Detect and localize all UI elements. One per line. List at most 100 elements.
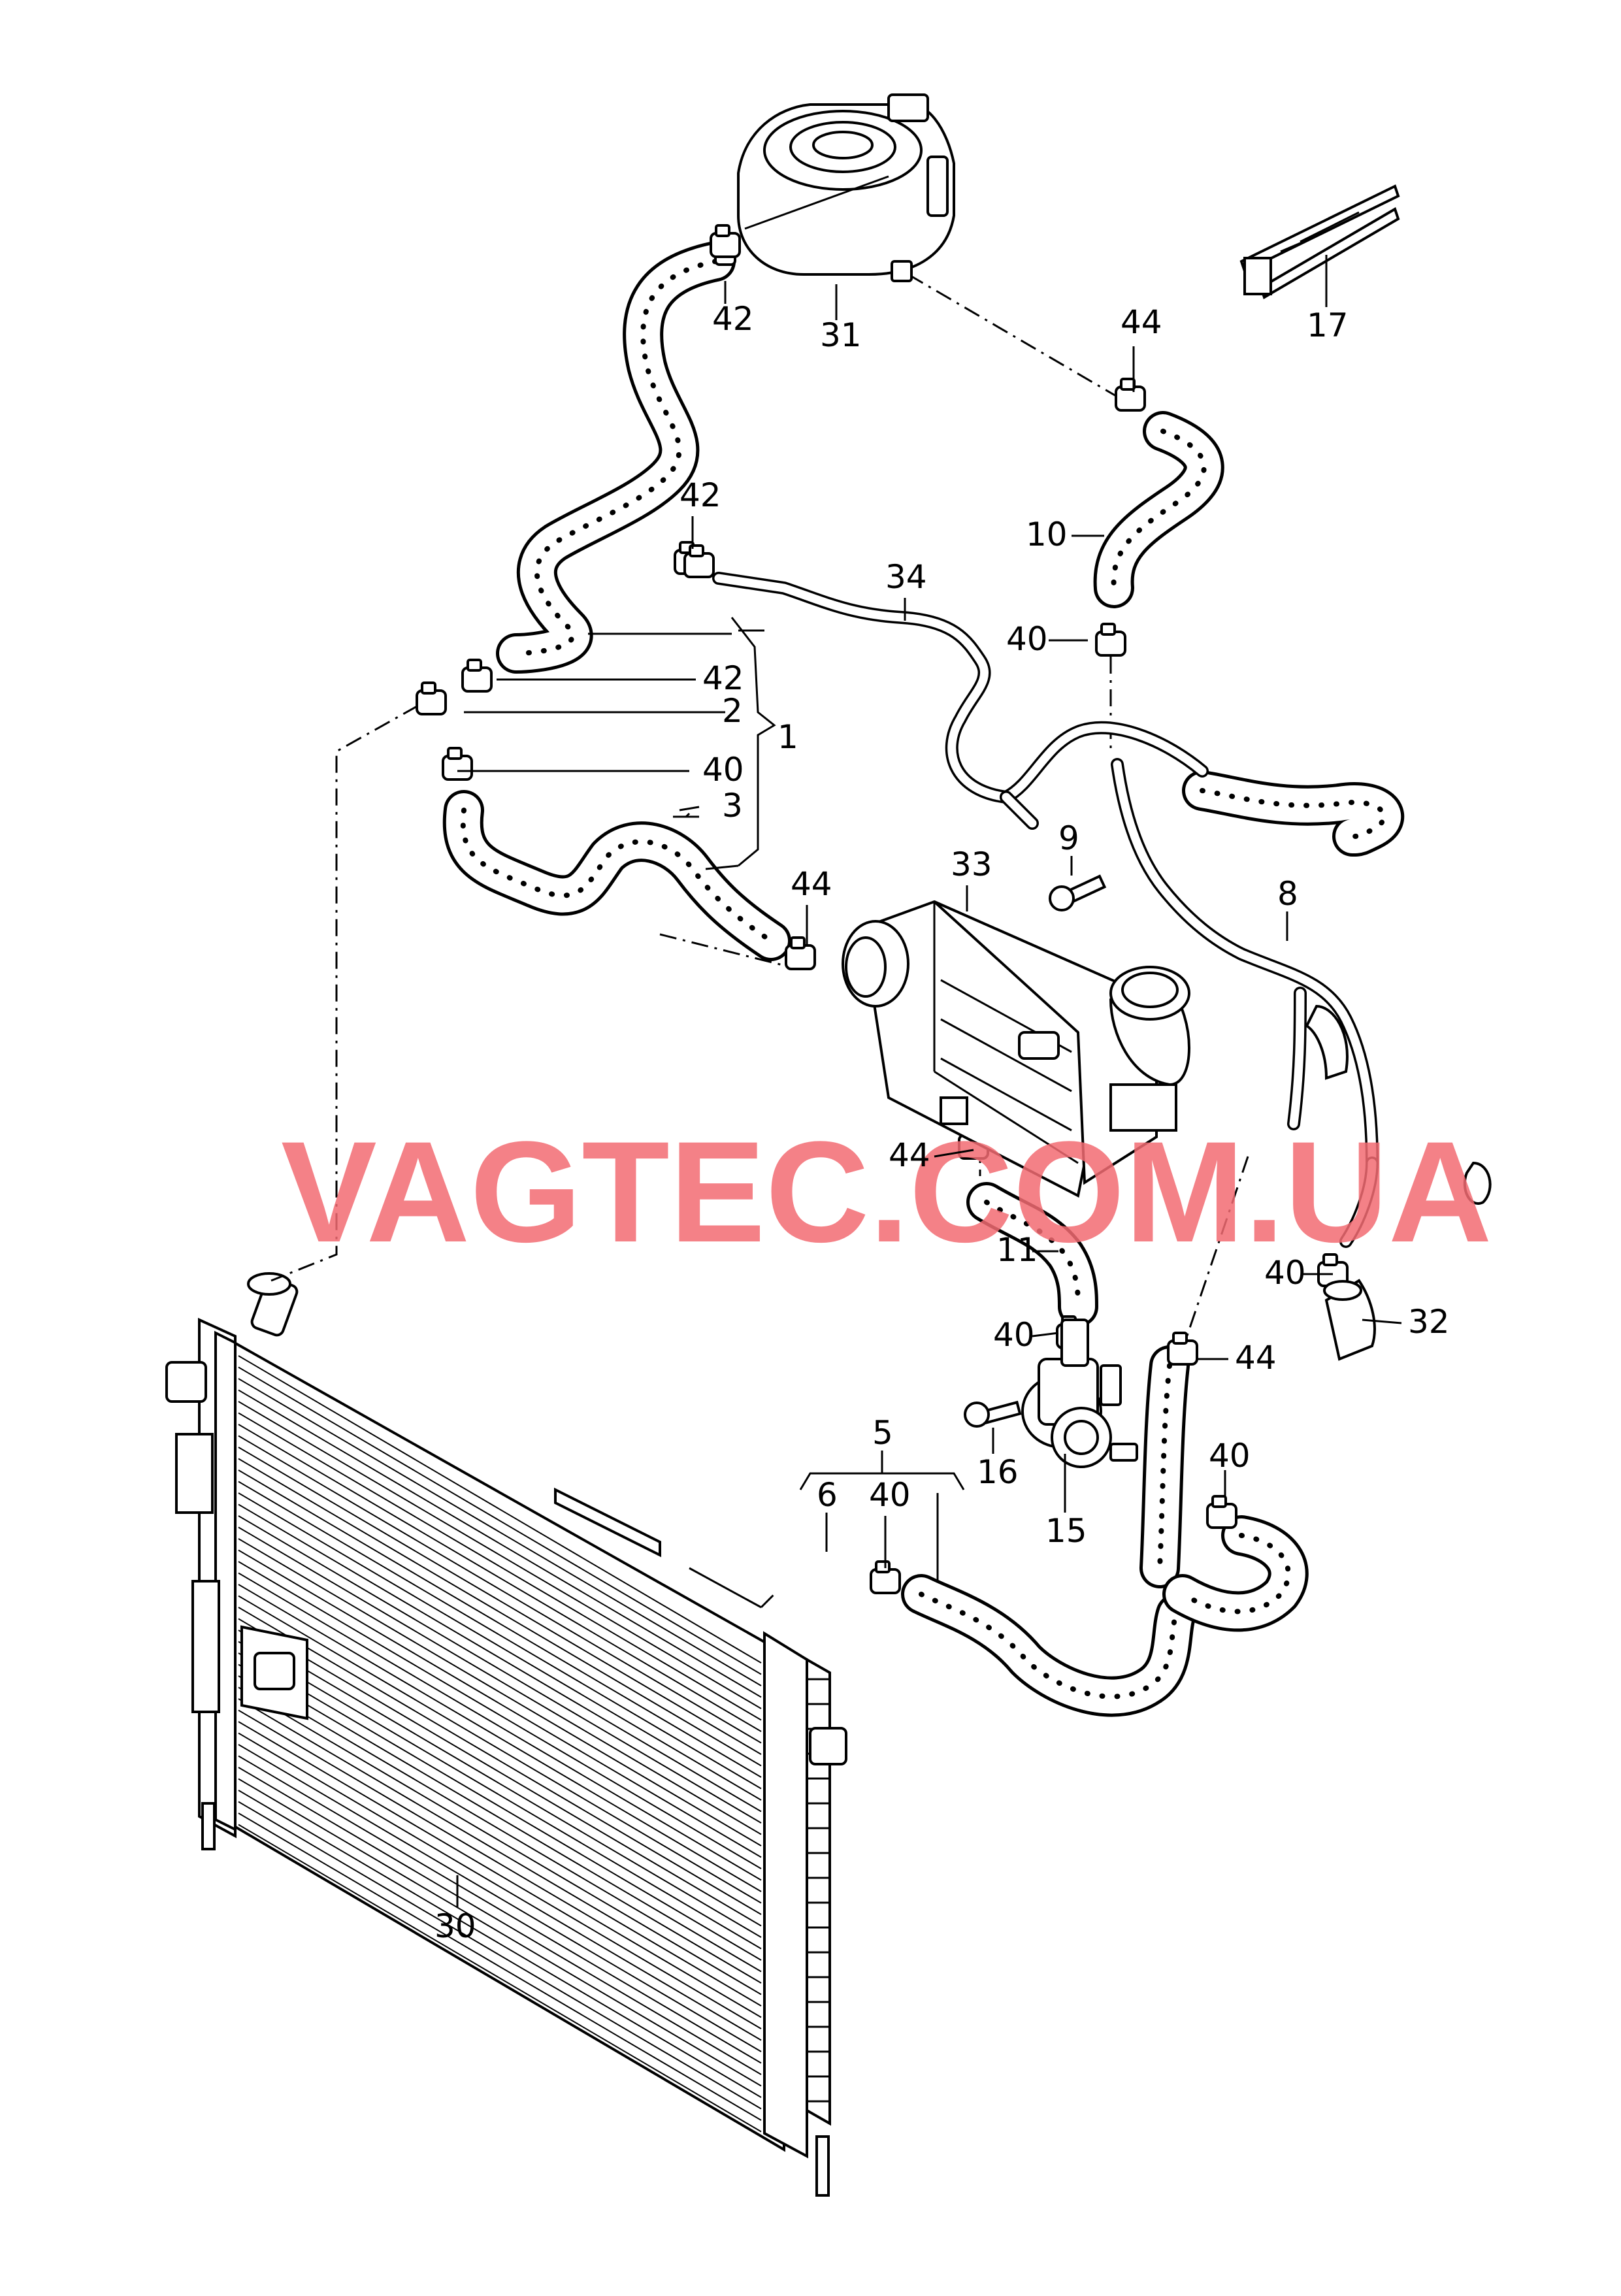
radiator-fin [238, 1538, 762, 1846]
cable-tie[interactable] [1239, 184, 1400, 299]
hose-clip[interactable] [442, 747, 473, 781]
callout-5: 5 [872, 1414, 893, 1452]
radiator-fin [238, 1641, 762, 1950]
coolant-pipe[interactable] [1000, 721, 1209, 804]
radiator-fin [238, 1732, 762, 2041]
radiator-fin [238, 1469, 762, 1778]
callout-16: 16 [977, 1453, 1019, 1491]
callout-44-right: 44 [1235, 1339, 1277, 1377]
radiator-fin [238, 1584, 762, 1892]
callout-40-lower-right: 40 [1209, 1437, 1251, 1475]
radiator-fin [238, 1503, 762, 1812]
radiator-fin [238, 1824, 762, 2133]
auxiliary-heater[interactable] [842, 900, 1190, 1198]
hose-clip[interactable] [1206, 1495, 1237, 1529]
radiator[interactable] [165, 1272, 847, 2197]
radiator-fin [238, 1607, 762, 1915]
end-cap[interactable] [1323, 1279, 1376, 1361]
radiator-fin [238, 1801, 762, 2110]
coolant-hose[interactable] [1143, 1349, 1187, 1585]
hose-clip[interactable] [710, 224, 741, 258]
coolant-hose[interactable] [1180, 1533, 1291, 1615]
hose-clip[interactable] [416, 681, 447, 715]
coolant-pipe[interactable] [1002, 723, 1207, 802]
radiator-fin [238, 1721, 762, 2029]
coolant-hose[interactable] [514, 259, 718, 656]
callout-33: 33 [951, 845, 992, 883]
radiator-fin [238, 1389, 762, 1698]
callout-10: 10 [1026, 516, 1068, 553]
callout-2: 2 [722, 692, 743, 730]
radiator-fin [238, 1572, 762, 1881]
pipe-bracket [1305, 1004, 1492, 1205]
radiator-fin [238, 1790, 762, 2098]
radiator-fin [238, 1652, 762, 1961]
bolt-9[interactable] [1049, 874, 1107, 911]
coolant-pipe[interactable] [1113, 760, 1377, 1168]
callout-30: 30 [434, 1907, 476, 1945]
radiator-fin [238, 1686, 762, 1995]
callout-31: 31 [820, 316, 862, 354]
coolant-pipe[interactable] [1341, 1158, 1377, 1246]
radiator-fin [238, 1412, 762, 1721]
callout-32: 32 [1408, 1303, 1450, 1341]
radiator-fin [238, 1755, 762, 2064]
radiator-fin [238, 1767, 762, 2075]
callout-6: 6 [817, 1476, 838, 1514]
bolt-16[interactable] [964, 1400, 1022, 1428]
coolant-hose[interactable] [904, 1577, 1193, 1714]
radiator-fin [238, 1744, 762, 2052]
coolant-pipe[interactable] [714, 574, 1011, 802]
radiator-fin [238, 1401, 762, 1709]
radiator-fin [238, 1481, 762, 1790]
hose-clip[interactable] [870, 1560, 901, 1594]
hose-clip[interactable] [1115, 378, 1146, 412]
hose-clip[interactable] [1167, 1332, 1198, 1366]
callout-11: 11 [996, 1231, 1038, 1269]
callout-44-lower: 44 [889, 1136, 930, 1174]
coolant-hose[interactable] [460, 808, 774, 943]
coolant-hose[interactable] [1111, 429, 1207, 591]
callout-44-heater: 44 [791, 865, 832, 903]
callout-42-mid: 42 [680, 476, 721, 514]
callout-42-top: 42 [712, 300, 754, 338]
radiator-fin [238, 1435, 762, 1744]
expansion-tank[interactable] [714, 93, 955, 282]
coolant-pipe[interactable] [1002, 793, 1037, 828]
radiator-fin [238, 1675, 762, 1984]
coolant-pump[interactable] [1021, 1319, 1138, 1468]
coolant-hose[interactable] [1096, 414, 1221, 605]
coolant-hose[interactable] [984, 1200, 1081, 1309]
radiator-fin [238, 1515, 762, 1824]
callout-8: 8 [1277, 875, 1298, 913]
callout-34: 34 [885, 558, 927, 596]
callout-40-pump: 40 [993, 1316, 1035, 1354]
hose-clip[interactable] [785, 936, 816, 970]
callout-9: 9 [1058, 819, 1079, 857]
radiator-fin [238, 1549, 762, 1858]
callout-40-bottom: 40 [869, 1476, 911, 1514]
rigid-pipes[interactable] [712, 572, 1379, 1248]
hose-clip[interactable] [683, 544, 715, 578]
radiator-fin [238, 1561, 762, 1869]
radiator-fin [238, 1698, 762, 2007]
coolant-hose[interactable] [919, 1592, 1179, 1699]
callouts: 42 31 44 17 42 10 34 40 42 2 1 40 3 9 33… [434, 300, 1450, 1945]
coolant-hose[interactable] [1185, 774, 1401, 853]
coolant-hoses[interactable] [442, 241, 1404, 1717]
callout-44-top: 44 [1121, 303, 1162, 341]
radiator-fin [238, 1812, 762, 2121]
radiator-fin [238, 1664, 762, 1973]
radiator-fin [238, 1595, 762, 1904]
hose-clip[interactable] [1095, 623, 1126, 657]
radiator-fin [238, 1492, 762, 1801]
radiator-fin [238, 1630, 762, 1938]
callout-1: 1 [778, 718, 798, 756]
hose-clip[interactable] [461, 659, 493, 693]
callout-17: 17 [1307, 306, 1349, 344]
radiator-fin [238, 1618, 762, 1927]
coolant-pipe[interactable] [1289, 989, 1305, 1128]
coolant-hose[interactable] [499, 244, 732, 670]
